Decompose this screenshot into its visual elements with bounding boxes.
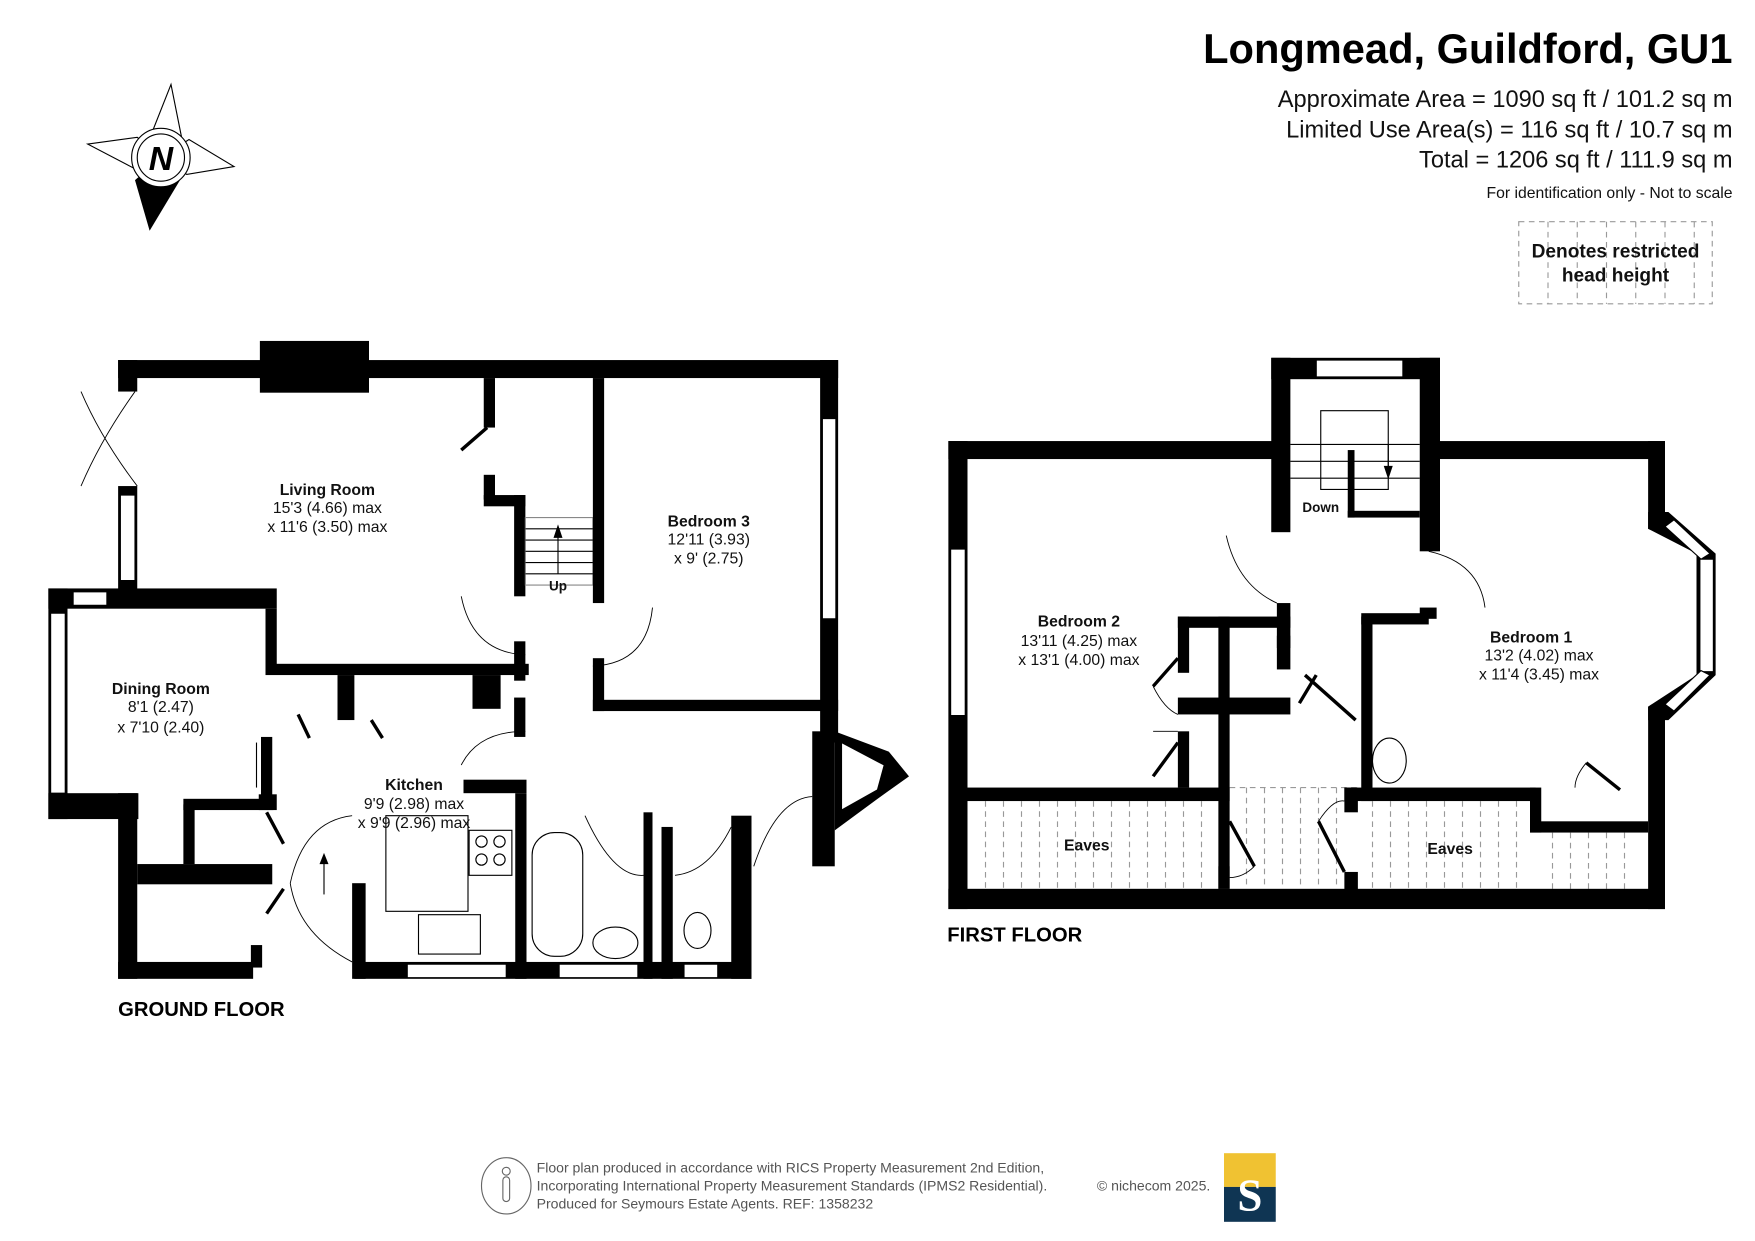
seymours-logo: S — [1224, 1153, 1276, 1222]
legend-line2: head height — [1562, 265, 1670, 286]
footer-line1: Floor plan produced in accordance with R… — [537, 1159, 1045, 1175]
compass-icon: N — [85, 82, 236, 231]
footer-line2: Incorporating International Property Mea… — [537, 1177, 1048, 1193]
ground-floor-plan — [48, 340, 909, 979]
room-dim1-kitchen: 9'9 (2.98) max — [364, 796, 464, 813]
room-name-living-room: Living Room — [280, 482, 375, 499]
footer-copyright: © nichecom 2025. — [1097, 1177, 1210, 1193]
room-dim2-living-room: x 11'6 (3.50) max — [267, 519, 387, 536]
limited-use-area: Limited Use Area(s) = 116 sq ft / 10.7 s… — [1286, 117, 1732, 143]
room-dim2-kitchen: x 9'9 (2.96) max — [358, 815, 471, 832]
compass-north-label: N — [149, 140, 174, 178]
room-name-bedroom-1: Bedroom 1 — [1490, 629, 1573, 646]
room-name-eaves-left: Eaves — [1064, 838, 1110, 855]
room-dim2-bedroom-3: x 9' (2.75) — [674, 551, 744, 568]
disclaimer: For identification only - Not to scale — [1487, 185, 1733, 202]
room-dim1-dining-room: 8'1 (2.47) — [128, 699, 194, 716]
logo-letter: S — [1237, 1171, 1262, 1221]
stairs-up-label: Up — [549, 579, 567, 594]
stairs-down-label: Down — [1302, 500, 1339, 515]
property-title: Longmead, Guildford, GU1 — [1203, 25, 1732, 72]
room-name-bedroom-3: Bedroom 3 — [668, 514, 751, 531]
legend-line1: Denotes restricted — [1532, 242, 1700, 263]
approximate-area: Approximate Area = 1090 sq ft / 101.2 sq… — [1278, 87, 1733, 113]
room-name-bedroom-2: Bedroom 2 — [1038, 614, 1121, 631]
first-floor-plan — [948, 357, 1716, 910]
rics-person-icon — [480, 1157, 532, 1215]
first-floor-label: FIRST FLOOR — [947, 925, 1082, 947]
room-dim2-dining-room: x 7'10 (2.40) — [117, 719, 204, 736]
room-dim1-bedroom-1: 13'2 (4.02) max — [1485, 647, 1594, 664]
room-name-eaves-right: Eaves — [1427, 841, 1473, 858]
total-area: Total = 1206 sq ft / 111.9 sq m — [1419, 148, 1732, 174]
room-name-dining-room: Dining Room — [112, 681, 210, 698]
room-dim1-living-room: 15'3 (4.66) max — [273, 500, 382, 517]
room-dim2-bedroom-1: x 11'4 (3.45) max — [1479, 667, 1599, 684]
room-dim2-bedroom-2: x 13'1 (4.00) max — [1018, 652, 1139, 669]
room-name-kitchen: Kitchen — [385, 777, 443, 794]
room-dim1-bedroom-2: 13'11 (4.25) max — [1021, 633, 1138, 650]
ground-floor-label: GROUND FLOOR — [118, 999, 285, 1021]
room-dim1-bedroom-3: 12'11 (3.93) — [668, 532, 750, 549]
restricted-height-legend: Denotes restricted head height — [1518, 221, 1713, 305]
footer-line3: Produced for Seymours Estate Agents. REF… — [537, 1195, 874, 1211]
